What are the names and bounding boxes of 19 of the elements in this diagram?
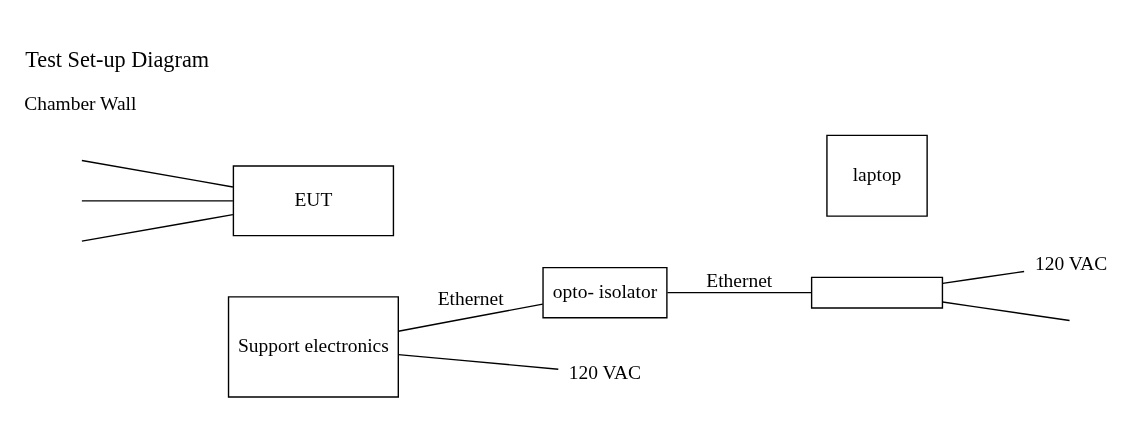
connector (397, 353, 559, 370)
edge-label: Ethernet (706, 269, 773, 291)
diagram-title: Test Set-up Diagram (25, 46, 210, 72)
label: Chamber Wall (24, 92, 137, 114)
node-box: EUT (232, 164, 395, 236)
connector (941, 270, 1025, 284)
node-box: laptop (826, 134, 928, 217)
connector (666, 291, 813, 293)
node-box: Support electronics (227, 295, 399, 398)
node-text: 120 VAC (568, 361, 642, 383)
connector (81, 199, 234, 201)
node-text: 120 VAC (1035, 252, 1108, 274)
edge-label: Ethernet (437, 287, 504, 309)
connector (81, 159, 234, 188)
connector (81, 213, 234, 242)
node-box: opto- isolator (542, 266, 668, 318)
connector (397, 302, 544, 332)
connector (941, 300, 1071, 321)
node-box (810, 276, 944, 309)
